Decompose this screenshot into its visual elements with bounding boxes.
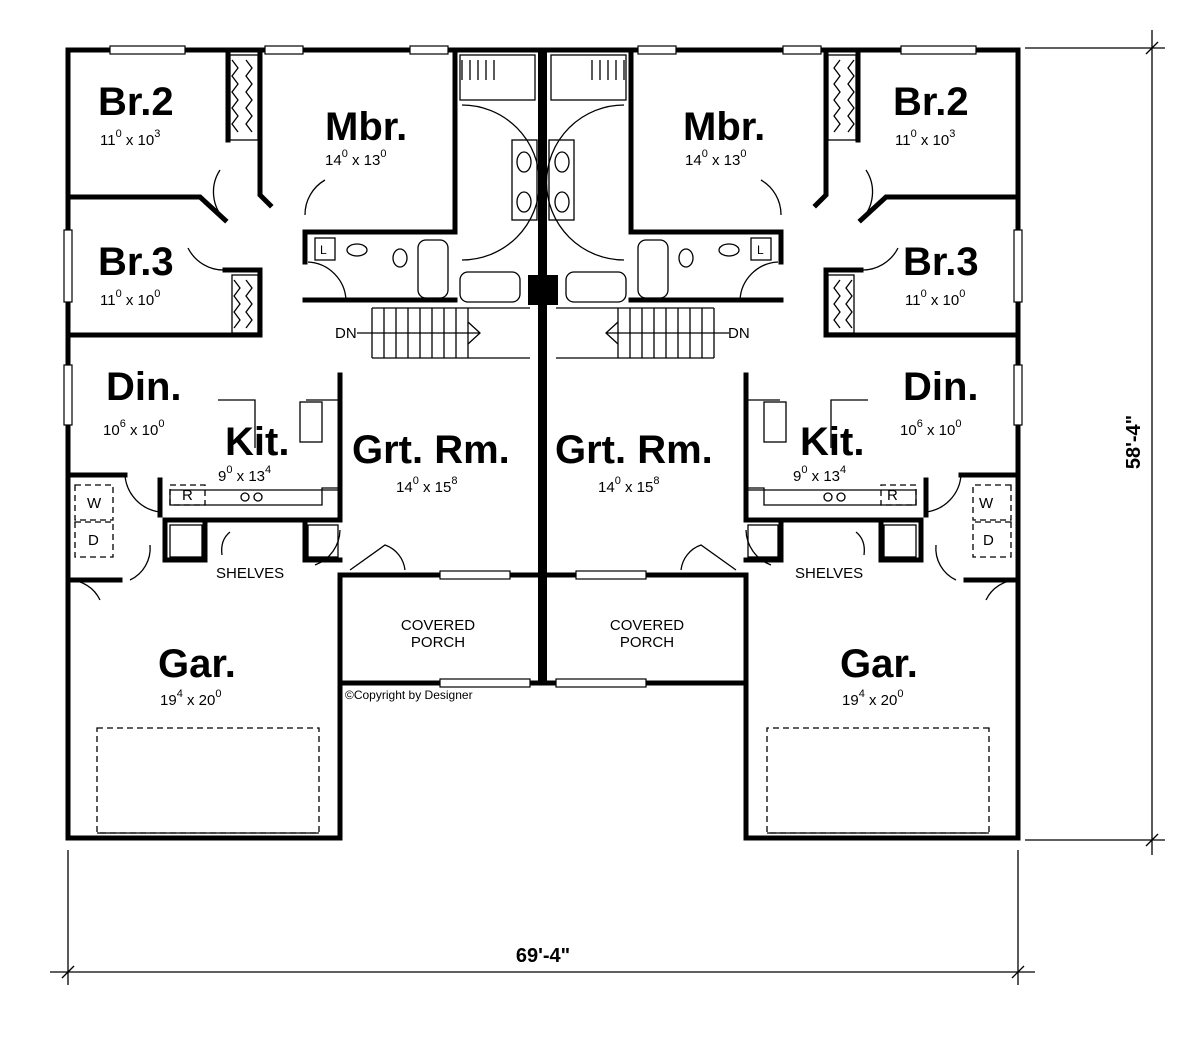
dryer-label: D [983,532,994,549]
dryer-label: D [88,532,99,549]
copyright: ©Copyright by Designer [345,688,473,702]
washer-label: W [87,495,102,512]
room-name: Kit. [800,420,864,464]
room-name: Br.3 [98,240,174,284]
room-dimensions: 106 x 100 [900,418,961,439]
linen-label: L [320,243,327,257]
room-dimensions: 90 x 134 [218,464,271,485]
room-name: Grt. Rm. [555,428,713,472]
room-name: Kit. [225,420,289,464]
dimension-depth: 58'-4" [1025,30,1165,855]
porch-label: PORCH [411,634,465,651]
washer-label: W [979,495,994,512]
fridge-label: R [182,487,193,504]
room-dimensions: 106 x 100 [103,418,164,439]
room-name: Din. [903,365,979,409]
porch-label: COVERED [401,617,475,634]
porch-label: COVERED [610,617,684,634]
fridge-label: R [887,487,898,504]
room-dimensions: 140 x 130 [325,148,386,169]
room-name: Br.2 [893,80,969,124]
room-dimensions: 194 x 200 [160,688,221,709]
room-name: Gar. [840,642,918,686]
chase [528,275,558,305]
room-dimensions: 110 x 103 [100,128,160,149]
porch-label: PORCH [620,634,674,651]
overall-width: 69'-4" [516,945,570,967]
room-name: Br.3 [903,240,979,284]
party-wall [538,50,547,685]
dimension-width: 69'-4" [50,850,1035,985]
room-name: Br.2 [98,80,174,124]
room-dimensions: 110 x 100 [100,288,160,309]
room-dimensions: 140 x 158 [396,475,457,496]
room-name: Mbr. [683,105,765,149]
stair-down-label: DN [728,325,750,342]
room-dimensions: 194 x 200 [842,688,903,709]
room-name: Mbr. [325,105,407,149]
room-name: Din. [106,365,182,409]
unit-left-labels: Br.2 110 x 103 Br.3 110 x 100 Mbr. 140 x… [87,80,510,709]
shelves-label: SHELVES [216,565,284,582]
room-dimensions: 110 x 100 [905,288,965,309]
room-name: Gar. [158,642,236,686]
room-dimensions: 140 x 158 [598,475,659,496]
room-dimensions: 140 x 130 [685,148,746,169]
overall-depth: 58'-4" [1123,415,1145,469]
room-name: Grt. Rm. [352,428,510,472]
room-dimensions: 110 x 103 [895,128,955,149]
room-dimensions: 90 x 134 [793,464,846,485]
unit-right-labels: Br.2 110 x 103 Br.3 110 x 100 Mbr. 140 x… [555,80,994,709]
linen-label: L [757,243,764,257]
stair-down-label: DN [335,325,357,342]
shelves-label: SHELVES [795,565,863,582]
